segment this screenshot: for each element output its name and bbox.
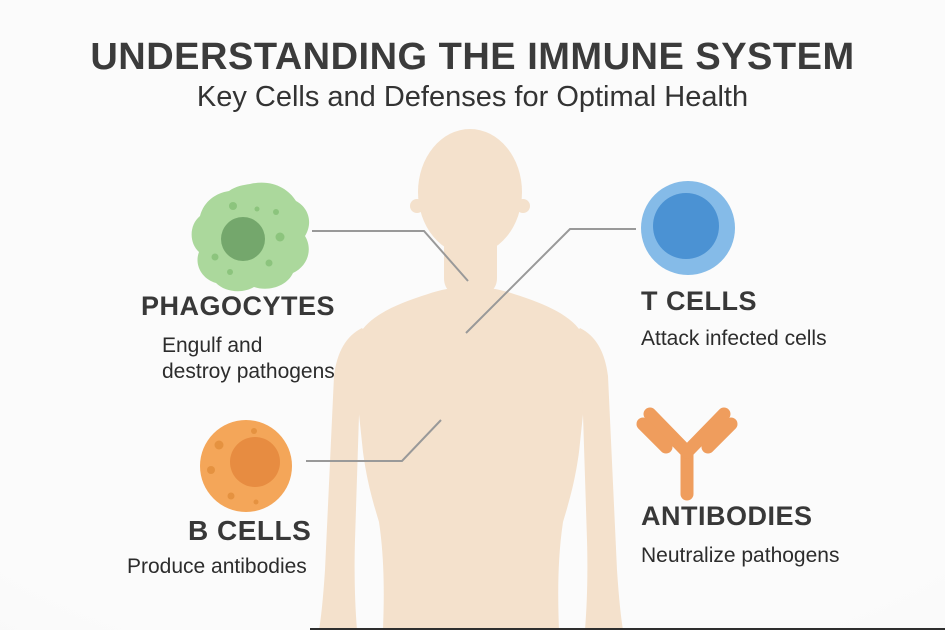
b-cells-label: B CELLS — [188, 515, 312, 546]
phagocytes-label: PHAGOCYTES — [141, 291, 336, 321]
b-cell-granule-dots — [207, 428, 259, 505]
phagocyte-granule-dots — [211, 202, 285, 275]
human-body-silhouette — [319, 129, 623, 630]
phagocytes-description-line1: Engulf and — [162, 334, 263, 357]
t-cell-icon — [641, 181, 735, 275]
t-cells-description: Attack infected cells — [641, 327, 827, 350]
phagocyte-cell-icon — [191, 182, 310, 292]
antibodies-description: Neutralize pathogens — [641, 544, 840, 567]
page-subtitle: Key Cells and Defenses for Optimal Healt… — [196, 81, 749, 113]
phagocytes-description: Engulf and destroy pathogens — [162, 333, 335, 385]
phagocytes-description-line2: destroy pathogens — [162, 360, 335, 383]
tcells-connector-line — [465, 228, 636, 334]
bottom-edge-line — [310, 628, 945, 630]
connector-lines — [306, 228, 636, 462]
page-title: UNDERSTANDING THE IMMUNE SYSTEM — [90, 36, 855, 78]
b-cells-description: Produce antibodies — [127, 555, 307, 578]
b-cell-icon — [200, 420, 292, 512]
phagocytes-connector-line — [312, 230, 469, 282]
bcells-connector-line — [306, 419, 442, 462]
t-cells-label: T CELLS — [641, 286, 757, 316]
antibody-y-icon — [636, 407, 738, 501]
antibodies-label: ANTIBODIES — [641, 501, 813, 531]
